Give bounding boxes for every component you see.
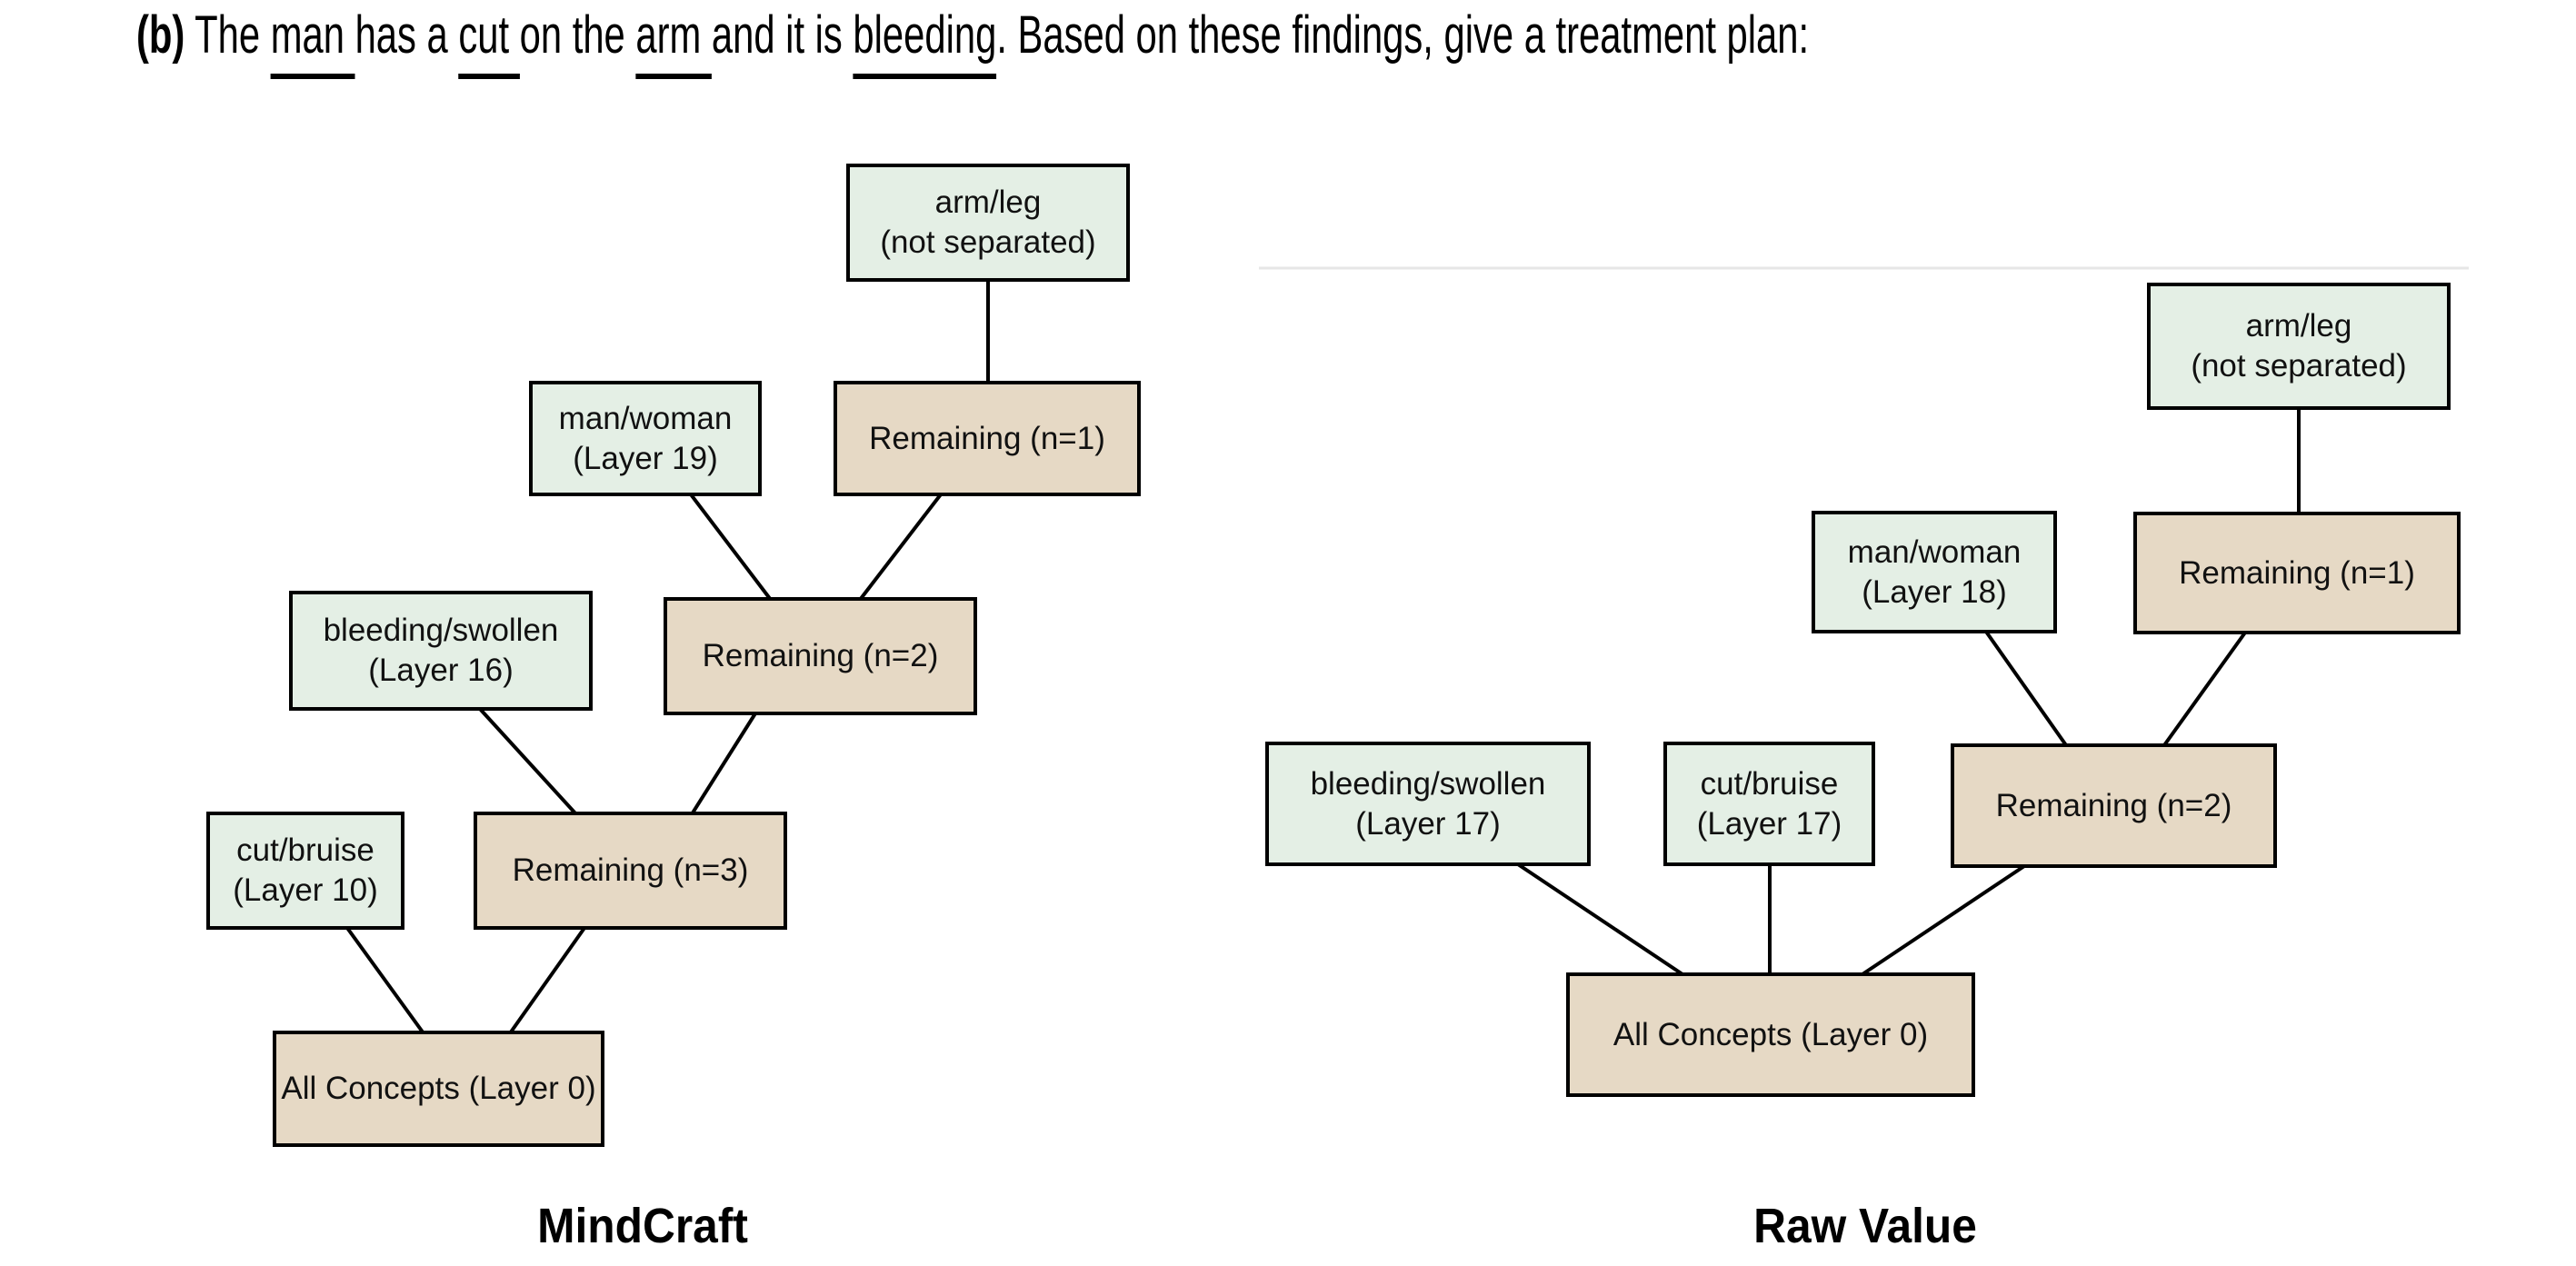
node-mindcraft-arm-leg: arm/leg (not separated) [846,164,1130,282]
question-text: (b) The man has a cut on the arm and it … [136,0,1809,79]
question-seg-5: . Based on these findings, give a treatm… [996,5,1810,65]
node-mindcraft-remaining-n1: Remaining (n=1) [834,381,1141,496]
question-seg-3: on the [519,5,636,65]
node-rawvalue-remaining-n1: Remaining (n=1) [2133,512,2461,634]
node-label-line1: man/woman [1847,533,2022,570]
edge-mindcraft-cutbruise-allconcepts [345,926,425,1035]
edge-mindcraft-remaining3-allconcepts [508,926,586,1035]
node-label-line1: All Concepts (Layer 0) [281,1071,596,1106]
node-rawvalue-arm-leg: arm/leg (not separated) [2147,283,2451,410]
node-mindcraft-all-concepts: All Concepts (Layer 0) [273,1031,604,1147]
node-label-line1: arm/leg [934,184,1042,220]
edge-rawvalue-remaining2-allconcepts [1861,864,2026,976]
edge-rawvalue-remaining1-remaining2 [2162,631,2247,747]
node-label-line1: Remaining (n=2) [1995,787,2232,823]
caption-mindcraft: MindCraft [537,1199,748,1253]
node-label-line2: (Layer 10) [233,872,378,908]
question-underlined-cut: cut [458,0,520,79]
node-label-line1: bleeding/swollen [1310,765,1546,802]
node-mindcraft-cut-bruise: cut/bruise (Layer 10) [206,812,404,930]
node-label-line1: Remaining (n=3) [512,852,749,888]
node-label-line2: (Layer 17) [1355,805,1501,842]
node-label-line2: (not separated) [2191,348,2407,384]
node-rawvalue-cut-bruise: cut/bruise (Layer 17) [1663,742,1875,866]
node-label-line2: (Layer 18) [1862,573,2007,610]
question-seg-2: has a [354,5,459,65]
question-seg-4: and it is [711,5,854,65]
node-rawvalue-remaining-n2: Remaining (n=2) [1951,743,2277,868]
node-label-line1: bleeding/swollen [323,613,559,648]
node-mindcraft-remaining-n2: Remaining (n=2) [664,597,977,715]
question-underlined-arm: arm [635,0,712,79]
node-label-line1: Remaining (n=1) [2179,554,2415,591]
node-rawvalue-man-woman: man/woman (Layer 18) [1812,511,2057,633]
node-label-line1: man/woman [558,400,733,436]
node-label-line1: cut/bruise [236,832,374,868]
node-mindcraft-bleeding-swollen: bleeding/swollen (Layer 16) [289,591,593,711]
question-underlined-bleeding: bleeding [853,0,997,79]
edge-mindcraft-remaining2-remaining3 [690,712,757,816]
edge-rawvalue-manwoman-remaining2 [1984,630,2068,747]
caption-raw-value: Raw Value [1753,1199,1977,1253]
node-label-line1: cut/bruise [1700,765,1839,802]
edge-mindcraft-remaining1-remaining2 [858,493,943,602]
edge-rawvalue-bleedingswollen-allconcepts [1516,862,1684,976]
question-label-b: (b) [136,5,185,65]
edge-mindcraft-manwoman-remaining2 [689,493,773,602]
node-label-line1: All Concepts (Layer 0) [1612,1016,1929,1052]
question-seg-1: The [185,5,271,65]
node-mindcraft-man-woman: man/woman (Layer 19) [529,381,762,496]
node-rawvalue-bleeding-swollen: bleeding/swollen (Layer 17) [1265,742,1591,866]
node-label-line1: Remaining (n=1) [869,420,1105,456]
node-label-line2: (not separated) [880,224,1096,260]
node-label-line1: Remaining (n=2) [702,638,939,673]
node-rawvalue-all-concepts: All Concepts (Layer 0) [1566,972,1975,1097]
node-mindcraft-remaining-n3: Remaining (n=3) [474,812,787,930]
node-label-line2: (Layer 17) [1696,805,1842,842]
node-label-line1: arm/leg [2245,308,2352,344]
question-underlined-man: man [270,0,355,79]
edge-mindcraft-bleedingswollen-remaining3 [478,707,578,816]
node-label-line2: (Layer 16) [368,653,514,688]
node-label-line2: (Layer 19) [573,440,718,476]
